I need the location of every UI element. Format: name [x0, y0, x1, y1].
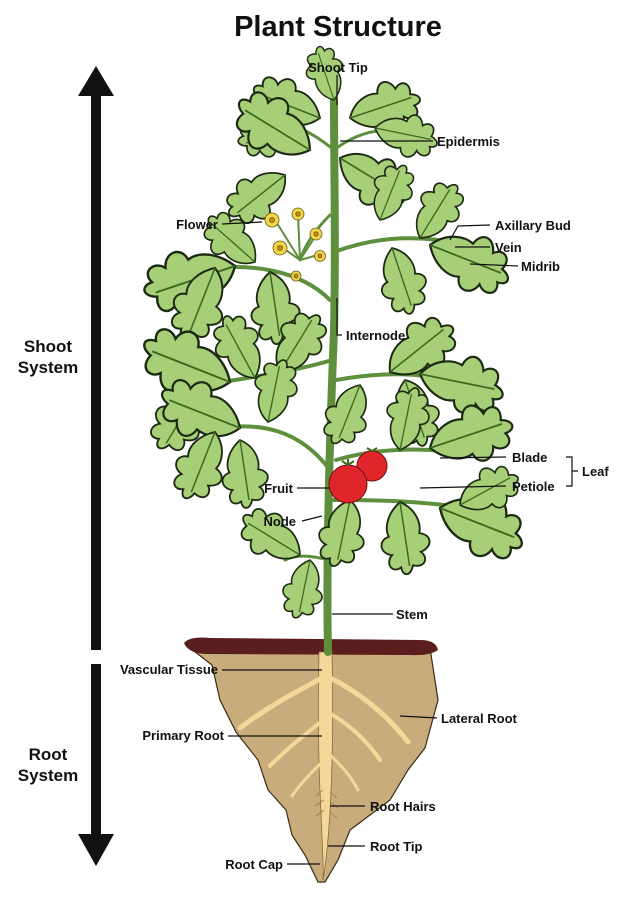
shoot-system-label-line1: Shoot — [24, 337, 72, 356]
label-root-hairs: Root Hairs — [370, 799, 436, 814]
label-epidermis: Epidermis — [437, 134, 500, 149]
root-system-label-line1: Root — [29, 745, 68, 764]
label-vascular-tissue: Vascular Tissue — [120, 662, 218, 677]
root-system — [237, 651, 411, 881]
label-blade: Blade — [512, 450, 547, 465]
label-node: Node — [264, 514, 297, 529]
label-lateral-root: Lateral Root — [441, 711, 518, 726]
flower-cluster — [264, 207, 326, 282]
label-stem: Stem — [396, 607, 428, 622]
label-leaf: Leaf — [582, 464, 609, 479]
label-root-tip: Root Tip — [370, 839, 423, 854]
label-shoot-tip: Shoot Tip — [308, 60, 368, 75]
page-title: Plant Structure — [234, 11, 442, 43]
label-primary-root: Primary Root — [142, 728, 224, 743]
label-vein: Vein — [495, 240, 522, 255]
label-fruit: Fruit — [264, 481, 294, 496]
label-midrib: Midrib — [521, 259, 560, 274]
label-root-cap: Root Cap — [225, 857, 283, 872]
leader-lines — [221, 75, 578, 865]
label-petiole: Petiole — [512, 479, 555, 494]
system-arrow — [78, 66, 114, 866]
fruit-cluster — [328, 447, 388, 504]
label-axillary-bud: Axillary Bud — [495, 218, 571, 233]
label-internode: Internode — [346, 328, 405, 343]
shoot-system-label-line2: System — [18, 358, 78, 377]
label-flower: Flower — [176, 217, 218, 232]
root-system-label-line2: System — [18, 766, 78, 785]
